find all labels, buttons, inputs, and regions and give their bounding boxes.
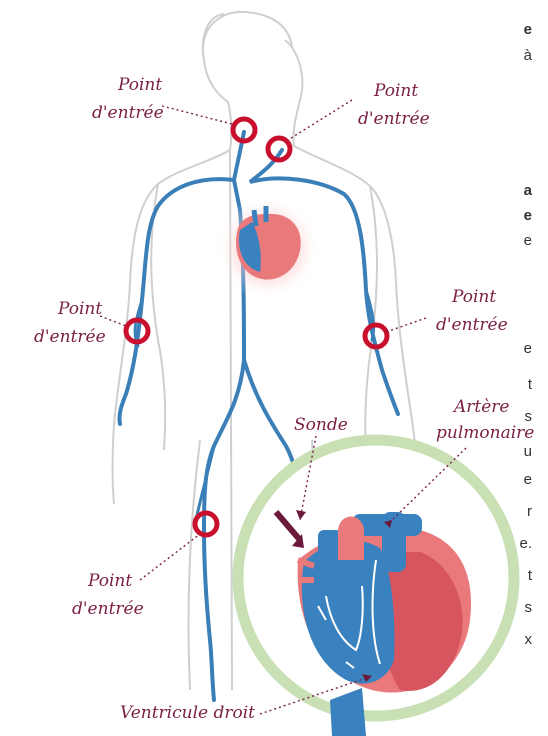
- label-entry-arm-right-l1: Point: [451, 287, 496, 307]
- chest-heart: [216, 196, 320, 300]
- label-artery-l2: pulmonaire: [436, 423, 534, 443]
- label-entry-neck-left-l2: d'entrée: [92, 103, 164, 123]
- label-entry-arm-left-l2: d'entrée: [34, 327, 106, 347]
- label-artery-l1: Artère: [452, 397, 509, 417]
- label-entry-arm-left-l1: Point: [57, 299, 102, 319]
- label-entry-leg-l2: d'entrée: [72, 599, 144, 619]
- label-entry-neck-right-l2: d'entrée: [358, 109, 430, 129]
- label-probe: Sonde: [294, 415, 348, 435]
- label-entry-neck-right-l1: Point: [373, 81, 418, 101]
- label-entry-neck-left-l1: Point: [117, 75, 162, 95]
- label-entry-arm-right-l2: d'entrée: [436, 315, 508, 335]
- heart-detail: [238, 440, 514, 736]
- label-ventricle: Ventricule droit: [120, 703, 255, 723]
- label-entry-leg-l1: Point: [87, 571, 132, 591]
